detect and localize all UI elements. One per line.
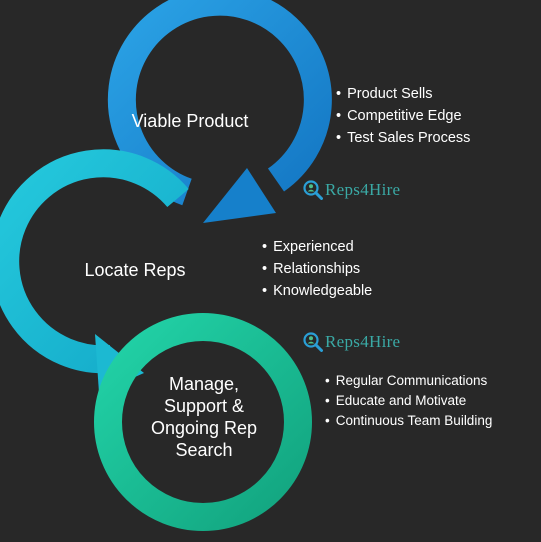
stage-3-bullets: Regular Communications Educate and Motiv… (325, 371, 493, 431)
stage-3-title: Manage, Support & Ongoing Rep Search (150, 374, 258, 460)
list-item: Knowledgeable (262, 280, 372, 302)
stage-2-bullets: Experienced Relationships Knowledgeable (262, 236, 372, 302)
stage-1-arrowhead (203, 168, 276, 223)
list-item: Educate and Motivate (325, 391, 492, 411)
stage-1-title: Viable Product (131, 111, 249, 131)
list-item: Continuous Team Building (325, 411, 493, 431)
list-item: Regular Communications (325, 371, 492, 391)
reps4hire-logo: Reps4Hire (303, 332, 400, 352)
list-item: Test Sales Process (336, 127, 470, 149)
logo-text: Reps4Hire (325, 180, 401, 199)
reps4hire-logo: Reps4Hire (303, 180, 400, 200)
list-item: Product Sells (336, 83, 470, 105)
logo-text: Reps4Hire (325, 332, 401, 351)
stage-3-ring (94, 313, 312, 531)
magnifier-person-icon (303, 332, 323, 352)
stage-1-ring (107, 0, 332, 223)
magnifier-person-icon (303, 180, 323, 200)
list-item: Competitive Edge (336, 105, 470, 127)
stage-1-bullets: Product Sells Competitive Edge Test Sale… (336, 83, 470, 149)
list-item: Relationships (262, 258, 372, 280)
stage-2-title: Locate Reps (84, 260, 186, 280)
list-item: Experienced (262, 236, 372, 258)
